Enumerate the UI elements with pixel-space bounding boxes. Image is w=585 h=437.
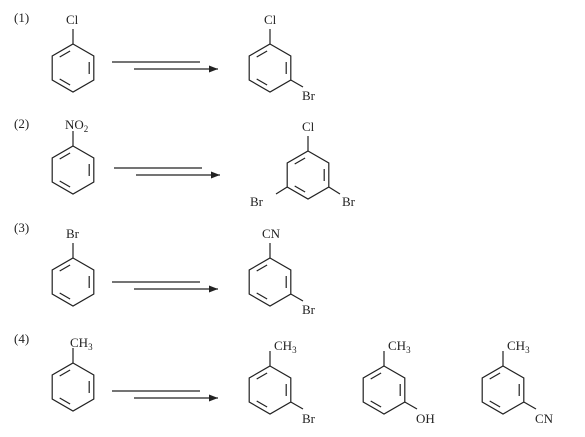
double-bond-line bbox=[370, 372, 382, 380]
double-bond-line bbox=[59, 180, 71, 188]
product-benzene-ring bbox=[362, 365, 406, 415]
reactant-substituent-label: NO2 bbox=[65, 117, 88, 134]
double-bond-line bbox=[256, 264, 268, 272]
ring-outline bbox=[51, 145, 95, 195]
substituent-bond bbox=[290, 293, 304, 302]
double-bond-line bbox=[256, 372, 268, 380]
reactant-substituent-label: CH3 bbox=[70, 335, 93, 352]
product-top-label: Cl bbox=[302, 119, 315, 134]
reaction-arrow bbox=[112, 281, 218, 293]
product-top-label: CH3 bbox=[274, 338, 297, 355]
product-meta-label: CN bbox=[535, 411, 554, 426]
product-meta-left-label: Br bbox=[250, 194, 264, 209]
double-bond-line bbox=[59, 397, 71, 405]
substituent-bond bbox=[290, 79, 304, 88]
double-bond-line bbox=[489, 400, 501, 408]
double-bond-line bbox=[370, 400, 382, 408]
ring-outline bbox=[51, 257, 95, 307]
reaction-row-1: (1) Cl Cl Br bbox=[14, 10, 316, 103]
double-bond-line bbox=[59, 264, 71, 272]
reactant-substituent-label: Br bbox=[66, 226, 80, 241]
reaction-arrow bbox=[112, 61, 218, 73]
substituent-bond bbox=[290, 401, 304, 410]
product-benzene-ring bbox=[286, 150, 330, 200]
ring-outline bbox=[362, 365, 406, 415]
product-meta-label: OH bbox=[416, 411, 435, 426]
reaction-row-3: (3) Br CN Br bbox=[14, 220, 316, 317]
product-meta-right-label: Br bbox=[342, 194, 356, 209]
reactant-benzene-ring bbox=[51, 257, 95, 307]
double-bond-line bbox=[489, 372, 501, 380]
ring-outline bbox=[248, 365, 292, 415]
product-top-label: CN bbox=[262, 226, 281, 241]
product-meta-label: Br bbox=[302, 88, 316, 103]
double-bond-line bbox=[59, 369, 71, 377]
double-bond-line bbox=[256, 78, 268, 86]
product-top-label: Cl bbox=[264, 12, 277, 27]
substituent-bond bbox=[404, 401, 418, 410]
product-meta-label: Br bbox=[302, 302, 316, 317]
row-number: (3) bbox=[14, 220, 29, 235]
ring-outline bbox=[51, 362, 95, 412]
product-meta-label: Br bbox=[302, 411, 316, 426]
ring-outline bbox=[286, 150, 330, 200]
double-bond-line bbox=[256, 400, 268, 408]
product-benzene-ring bbox=[481, 365, 525, 415]
row-number: (1) bbox=[14, 10, 29, 25]
reaction-arrow bbox=[112, 390, 218, 402]
double-bond-line bbox=[59, 292, 71, 300]
ring-outline bbox=[51, 43, 95, 93]
substituent-bond bbox=[275, 186, 288, 195]
reaction-row-2: (2) NO2 Cl Br Br bbox=[14, 116, 356, 209]
reaction-row-4: (4) CH3 CH3 Br CH3 OH CH3 CN bbox=[14, 331, 554, 426]
reactant-substituent-label: Cl bbox=[66, 12, 79, 27]
reactant-benzene-ring bbox=[51, 362, 95, 412]
substituent-bond bbox=[523, 401, 537, 410]
product-benzene-ring bbox=[248, 43, 292, 93]
row-number: (4) bbox=[14, 331, 29, 346]
double-bond-line bbox=[59, 78, 71, 86]
reactant-benzene-ring bbox=[51, 43, 95, 93]
ring-outline bbox=[481, 365, 525, 415]
double-bond-line bbox=[294, 185, 306, 193]
ring-outline bbox=[248, 257, 292, 307]
double-bond-line bbox=[294, 157, 306, 165]
ring-outline bbox=[248, 43, 292, 93]
product-top-label: CH3 bbox=[507, 338, 530, 355]
product-benzene-ring bbox=[248, 257, 292, 307]
double-bond-line bbox=[256, 292, 268, 300]
double-bond-line bbox=[256, 50, 268, 58]
product-top-label: CH3 bbox=[388, 338, 411, 355]
double-bond-line bbox=[59, 152, 71, 160]
substituent-bond bbox=[328, 186, 341, 195]
reactant-benzene-ring bbox=[51, 145, 95, 195]
product-benzene-ring bbox=[248, 365, 292, 415]
row-number: (2) bbox=[14, 116, 29, 131]
double-bond-line bbox=[59, 50, 71, 58]
reaction-arrow bbox=[114, 167, 220, 179]
